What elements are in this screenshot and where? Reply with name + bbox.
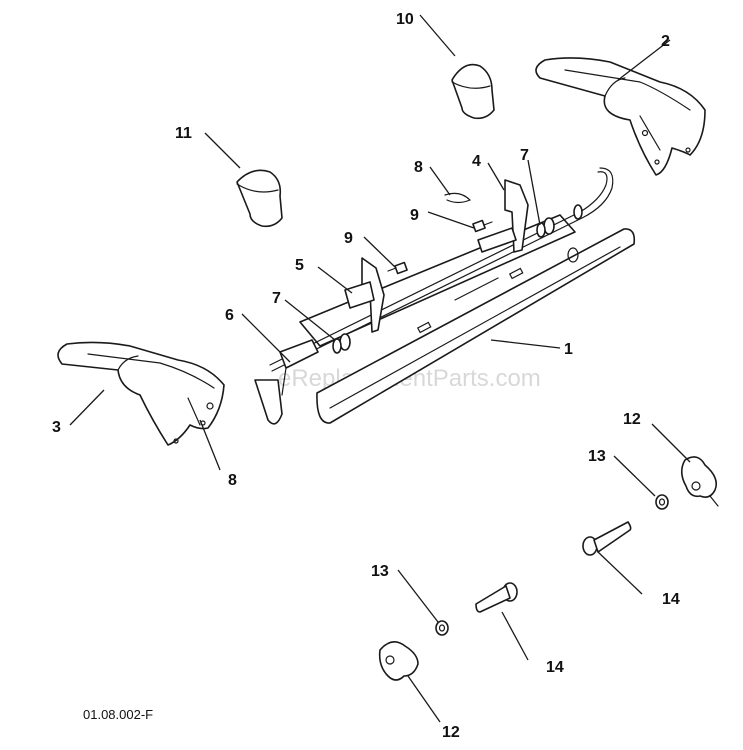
part-10-knob: [451, 63, 495, 120]
callout-11: 11: [175, 125, 192, 142]
part-7-spring-upper: [536, 204, 583, 238]
part-9-screw-lower: [387, 261, 408, 275]
callout-7-lower: 7: [272, 290, 281, 307]
callout-10: 10: [396, 11, 414, 28]
part-12-knob-upper: [680, 456, 719, 507]
callout-13-upper: 13: [588, 448, 606, 465]
part-14-bolt-upper: [582, 521, 632, 556]
callout-12-lower: 12: [442, 724, 460, 741]
part-3-handle: [57, 341, 225, 446]
part-7-spring-lower: [332, 333, 351, 354]
part-12-knob-lower: [378, 641, 419, 681]
drawing-code: 01.08.002-F: [83, 707, 153, 722]
callout-4: 4: [472, 153, 481, 170]
part-8-pin-upper: [444, 192, 472, 204]
callout-8-lower: 8: [228, 472, 237, 489]
part-11-knob: [236, 169, 283, 228]
callout-7-upper: 7: [520, 147, 529, 164]
callout-14-lower: 14: [546, 659, 564, 676]
callout-12-upper: 12: [623, 411, 641, 428]
leader-lines: [69, 14, 691, 723]
callout-1: 1: [564, 341, 573, 358]
part-9-screw-upper: [472, 219, 493, 233]
callout-13-lower: 13: [371, 563, 389, 580]
callout-6: 6: [225, 307, 234, 324]
rod-with-hook: [269, 167, 614, 372]
callout-3: 3: [52, 419, 61, 436]
part-4-bracket: [477, 179, 529, 253]
part-5-bracket: [344, 257, 385, 333]
part-1-bracket-bar: [254, 214, 636, 425]
callout-labels: 1 2 3 4 5 6 7 7 8 8 9 9 10 11 12 12 13 1…: [52, 11, 680, 741]
callout-9-lower: 9: [344, 230, 353, 247]
callout-9-upper: 9: [410, 207, 419, 224]
part-14-bolt-lower: [475, 582, 518, 613]
part-13-nut-lower: [435, 620, 449, 636]
callout-14-upper: 14: [662, 591, 680, 608]
part-2-handle: [535, 57, 706, 176]
callout-2: 2: [661, 33, 670, 50]
callout-5: 5: [295, 257, 304, 274]
callout-8-upper: 8: [414, 159, 423, 176]
part-13-nut-upper: [655, 494, 669, 510]
